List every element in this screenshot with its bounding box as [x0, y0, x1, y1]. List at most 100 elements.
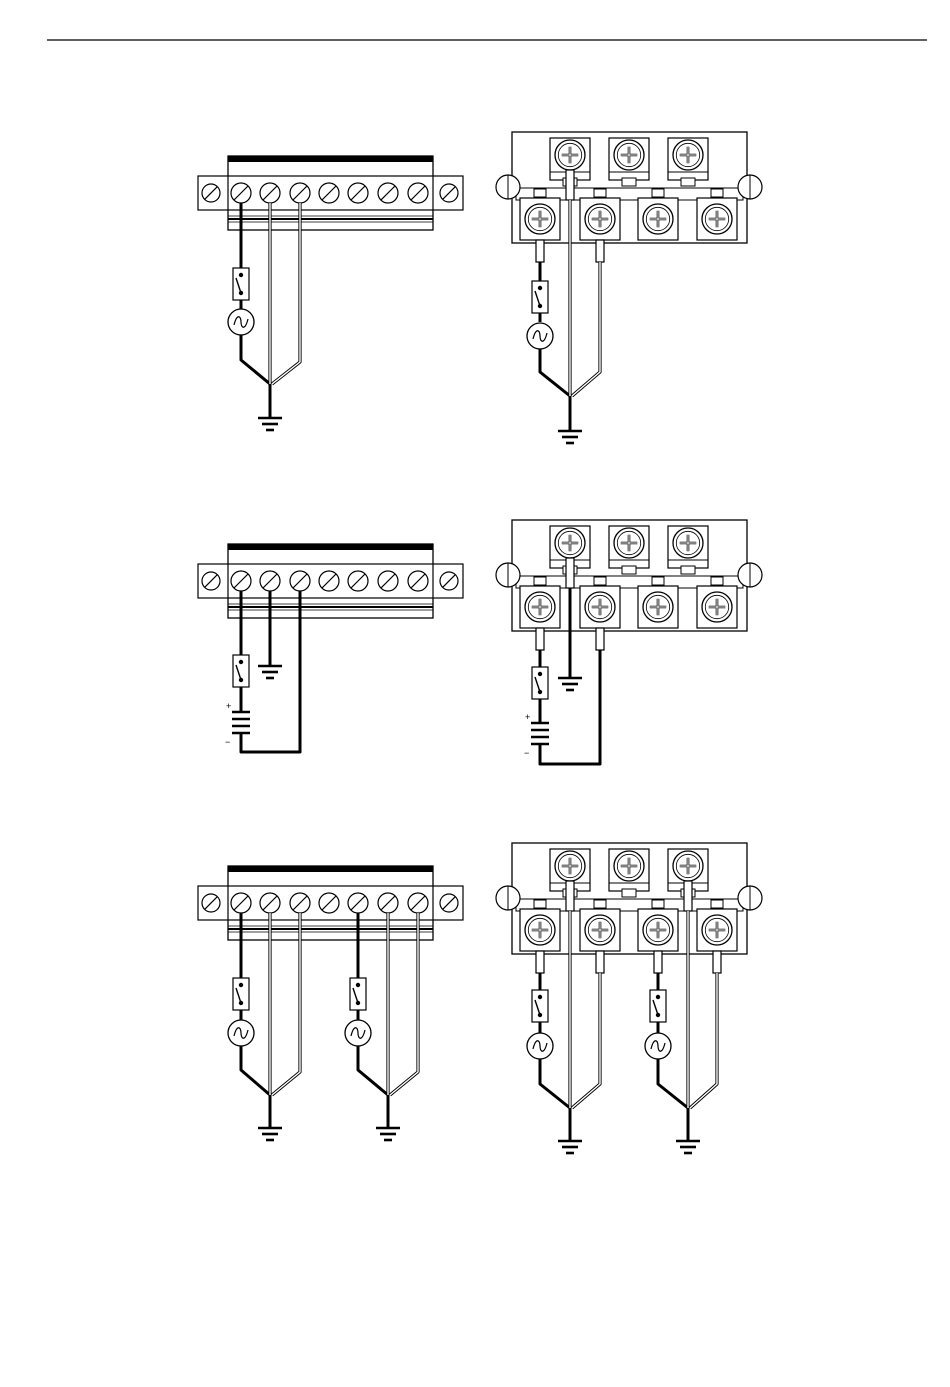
ground-icon	[258, 666, 282, 678]
lug-barrel	[654, 951, 662, 973]
terminal-strip	[198, 866, 463, 940]
mid-tab	[652, 189, 664, 197]
slotted-screw-icon	[348, 893, 368, 913]
battery-minus-label: −	[524, 748, 529, 758]
slotted-screw-icon	[202, 894, 220, 912]
lug-barrel	[684, 881, 692, 911]
diagram-ac-single	[198, 156, 463, 430]
slotted-screw-icon	[260, 893, 280, 913]
phillips-screw-icon	[555, 140, 585, 170]
side-screw-icon	[496, 175, 520, 199]
phillips-screw-icon	[702, 915, 732, 945]
switch-pin-top	[538, 672, 542, 676]
switch-icon	[350, 978, 366, 1010]
battery-plus-label: +	[226, 701, 231, 711]
cell-tab	[622, 178, 636, 186]
slotted-screw-icon	[378, 571, 398, 591]
mid-tab	[652, 577, 664, 585]
phillips-screw-icon	[555, 528, 585, 558]
wire-lug	[566, 881, 574, 911]
ac-source-icon	[345, 1020, 371, 1046]
side-screw-icon	[496, 563, 520, 587]
wire-lug	[596, 951, 604, 973]
mid-tab	[534, 577, 546, 585]
slotted-screw-icon	[408, 571, 428, 591]
ac-source-icon	[228, 309, 254, 335]
switch-icon	[532, 667, 548, 699]
wire-lug	[596, 240, 604, 262]
battery-minus-label: −	[225, 737, 230, 747]
side-screw-icon	[496, 886, 520, 910]
phillips-screw-icon	[614, 140, 644, 170]
wire-lug	[684, 881, 692, 911]
slotted-screw-icon	[440, 184, 458, 202]
wire-lug	[566, 558, 574, 588]
phillips-screw-icon	[525, 204, 555, 234]
slotted-screw-icon	[231, 183, 251, 203]
switch-pin-top	[356, 983, 360, 987]
wire-lug	[713, 951, 721, 973]
ground-icon	[258, 418, 282, 430]
diagram-ac-dual	[198, 866, 463, 1140]
phillips-screw-icon	[525, 915, 555, 945]
ground-icon	[558, 431, 582, 443]
battery-icon: +−	[225, 701, 250, 747]
phillips-screw-icon	[702, 204, 732, 234]
wire-return	[540, 349, 570, 430]
lug-barrel	[596, 628, 604, 650]
phillips-screw-icon	[525, 592, 555, 622]
mid-tab	[534, 900, 546, 908]
phillips-screw-icon	[585, 915, 615, 945]
wire-shield-a-core	[572, 973, 600, 1108]
diagram-dc-single-block: +−	[496, 520, 762, 764]
switch-icon	[532, 281, 548, 313]
screw-terminal	[496, 132, 762, 243]
ac-source-icon	[527, 323, 553, 349]
strip-top-edge	[228, 866, 433, 872]
mid-tab	[711, 900, 723, 908]
switch-icon	[233, 268, 249, 300]
phillips-screw-icon	[585, 592, 615, 622]
slotted-screw-icon	[231, 893, 251, 913]
ac-source-icon	[645, 1033, 671, 1059]
side-screw-icon	[738, 175, 762, 199]
ground-icon	[676, 1141, 700, 1153]
side-screw-icon	[738, 886, 762, 910]
wire-lug	[536, 628, 544, 650]
mid-tab	[594, 900, 606, 908]
battery-plus-label: +	[525, 712, 530, 722]
mid-tab	[711, 577, 723, 585]
slotted-screw-icon	[348, 571, 368, 591]
switch-pin-top	[239, 273, 243, 277]
switch-box	[532, 990, 548, 1022]
lug-barrel	[566, 558, 574, 588]
wire-lug	[536, 240, 544, 262]
switch-icon	[532, 990, 548, 1022]
phillips-screw-icon	[614, 851, 644, 881]
phillips-screw-icon	[643, 592, 673, 622]
diagrams-root: +−+−	[198, 132, 762, 1153]
slotted-screw-icon	[202, 572, 220, 590]
slotted-screw-icon	[348, 183, 368, 203]
wire-return	[241, 335, 270, 417]
terminal-strip	[198, 156, 463, 230]
mid-tab	[594, 189, 606, 197]
ground-icon	[258, 1128, 282, 1140]
lug-barrel	[536, 240, 544, 262]
slotted-screw-icon	[378, 893, 398, 913]
wire-lug	[596, 628, 604, 650]
lug-barrel	[536, 951, 544, 973]
slotted-screw-icon	[290, 183, 310, 203]
phillips-screw-icon	[643, 204, 673, 234]
phillips-screw-icon	[555, 851, 585, 881]
slotted-screw-icon	[260, 183, 280, 203]
switch-icon	[233, 655, 249, 687]
phillips-screw-icon	[643, 915, 673, 945]
wire-lug	[536, 951, 544, 973]
switch-pin-top	[538, 286, 542, 290]
lug-barrel	[566, 170, 574, 200]
wire-return-b	[358, 1046, 388, 1127]
phillips-screw-icon	[673, 140, 703, 170]
screw-terminal	[496, 843, 762, 954]
phillips-screw-icon	[702, 592, 732, 622]
